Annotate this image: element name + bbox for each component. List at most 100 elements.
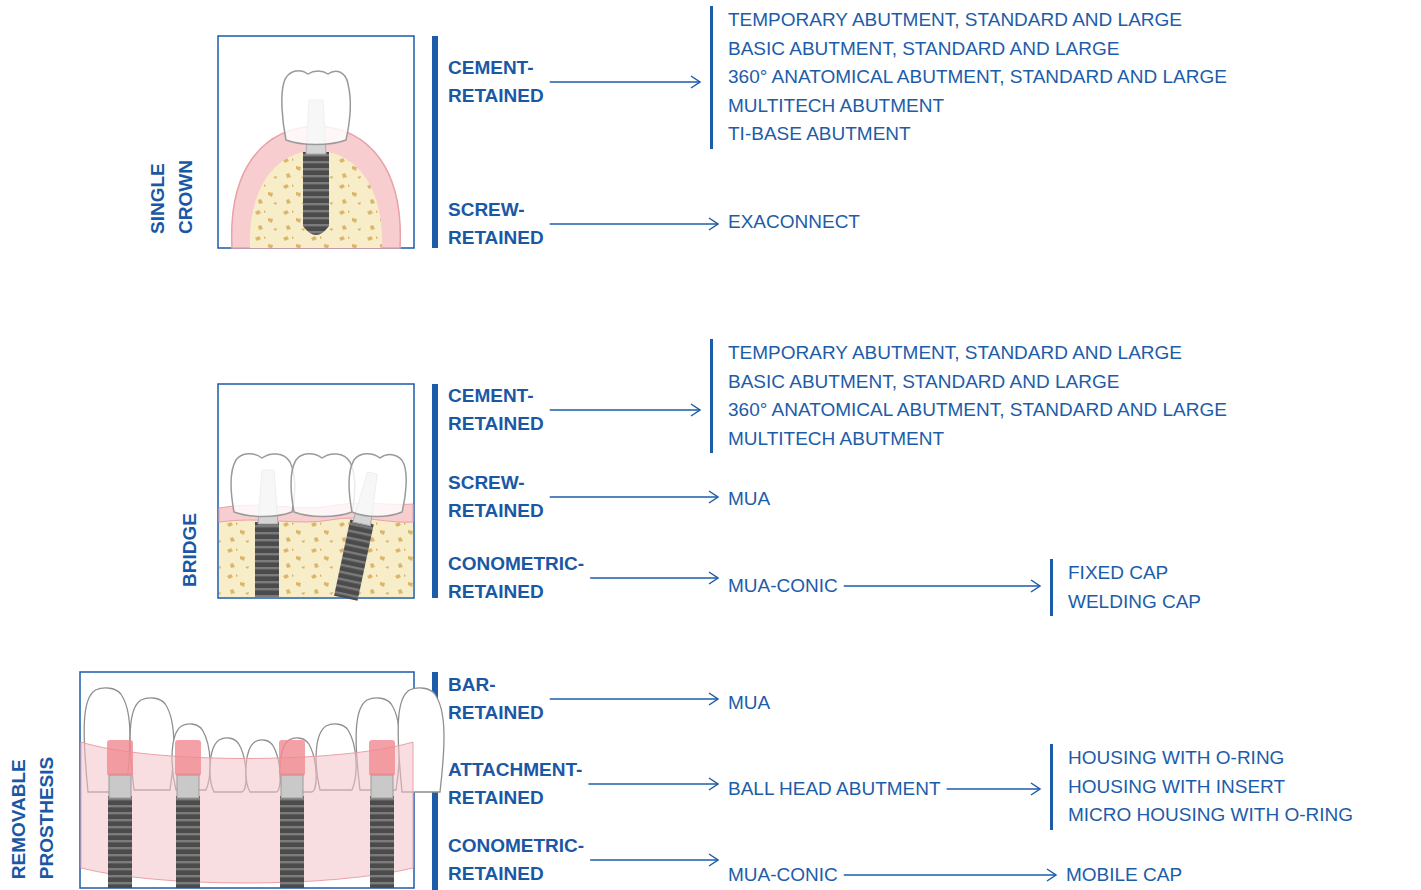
arrow-connector: [844, 869, 1056, 881]
component-name: MUA: [728, 485, 770, 513]
connector-line: [550, 409, 700, 411]
connector-line: [588, 783, 718, 785]
retention-label: CONOMETRIC- RETAINED: [448, 550, 584, 606]
retention-type: CEMENT- RETAINED: [448, 54, 544, 110]
component-name: MOBILE CAP: [1066, 861, 1182, 889]
arrow-connector: [550, 404, 700, 416]
arrowhead: [1031, 783, 1040, 795]
category-label: SINGLE CROWN: [144, 160, 200, 234]
arrow-connector: [588, 778, 718, 790]
component-text: HOUSING WITH O-RING: [1068, 744, 1353, 773]
arrowhead: [1047, 869, 1056, 881]
component-text: MOBILE CAP: [1066, 861, 1182, 889]
removable-prosthesis-shape: [108, 796, 132, 888]
arrowhead: [691, 404, 700, 416]
removable-prosthesis-shape: [371, 774, 393, 798]
arrow-connector: [844, 580, 1040, 592]
bridge-shape: [349, 454, 406, 517]
removable-prosthesis-shape: [109, 774, 131, 798]
component-list: FIXED CAPWELDING CAP: [1050, 559, 1201, 616]
retention-label: CONOMETRIC- RETAINED: [448, 832, 584, 888]
removable-prosthesis-shape: [281, 774, 303, 798]
group-bars-shape: [432, 36, 438, 248]
connector-line: [947, 788, 1040, 790]
removable-prosthesis-shape: [279, 740, 305, 776]
arrowhead: [1031, 580, 1040, 592]
removable-prosthesis-shape: [370, 796, 394, 888]
retention-type: BAR- RETAINED: [448, 671, 544, 727]
retention-label: CEMENT- RETAINED: [448, 382, 544, 438]
retention-type: ATTACHMENT- RETAINED: [448, 756, 582, 812]
single-crown-shape: [218, 36, 414, 248]
arrowhead: [691, 76, 700, 88]
component-text: BASIC ABUTMENT, STANDARD AND LARGE: [728, 368, 1227, 397]
component-list: HOUSING WITH O-RINGHOUSING WITH INSERTMI…: [1050, 744, 1353, 830]
arrow-connector: [590, 854, 718, 866]
component-text: MUA-CONIC: [728, 572, 838, 600]
retention-label: SCREW- RETAINED: [448, 469, 544, 525]
removable-prosthesis-shape: [177, 774, 199, 798]
retention-type: CEMENT- RETAINED: [448, 382, 544, 438]
single-crown-shape: [282, 71, 350, 145]
single-crown-illustration: [218, 36, 414, 248]
component-text: TEMPORARY ABUTMENT, STANDARD AND LARGE: [728, 6, 1227, 35]
connector-line: [844, 585, 1040, 587]
component-text: WELDING CAP: [1068, 588, 1201, 617]
retention-type: CONOMETRIC- RETAINED: [448, 832, 584, 888]
arrow-connector: [590, 572, 718, 584]
component-text: MICRO HOUSING WITH O-RING: [1068, 801, 1353, 830]
arrowhead: [709, 491, 718, 503]
single-crown-shape: [250, 150, 382, 248]
retention-type: CONOMETRIC- RETAINED: [448, 550, 584, 606]
component-text: MULTITECH ABUTMENT: [728, 425, 1227, 454]
arrowhead: [709, 693, 718, 705]
retention-type: SCREW- RETAINED: [448, 469, 544, 525]
component-name: EXACONNECT: [728, 208, 860, 236]
bridge-shape: [255, 522, 279, 597]
component-text: MUA: [728, 689, 770, 717]
removable-prosthesis-shape: [280, 796, 304, 888]
category-label: BRIDGE: [176, 513, 204, 587]
component-list: TEMPORARY ABUTMENT, STANDARD AND LARGEBA…: [710, 6, 1227, 149]
arrow-connector: [947, 783, 1040, 795]
category-label: REMOVABLE PROSTHESIS: [5, 757, 61, 879]
group-bars-shape: [432, 384, 438, 598]
component-name: MUA-CONIC: [728, 572, 838, 600]
arrowhead: [709, 778, 718, 790]
arrow-connector: [550, 218, 718, 230]
arrow-connector: [550, 491, 718, 503]
bridge-shape: [218, 384, 414, 598]
retention-label: BAR- RETAINED: [448, 671, 544, 727]
connector-line: [590, 577, 718, 579]
bridge-shape: [219, 515, 413, 597]
component-text: MUA-CONIC: [728, 861, 838, 889]
removable-prosthesis-shape: [176, 796, 200, 888]
connector-line: [550, 223, 718, 225]
connector-line: [550, 81, 700, 83]
bridge-shape: [231, 454, 295, 517]
bridge-illustration: [218, 384, 414, 601]
connector-line: [550, 496, 718, 498]
retention-label: SCREW- RETAINED: [448, 196, 544, 252]
connector-line: [590, 859, 718, 861]
removable-prosthesis-shape: [107, 740, 133, 776]
bridge-shape: [291, 454, 355, 517]
removable-prosthesis-shape: [175, 740, 201, 776]
component-text: EXACONNECT: [728, 208, 860, 236]
component-text: TEMPORARY ABUTMENT, STANDARD AND LARGE: [728, 339, 1227, 368]
component-text: 360° ANATOMICAL ABUTMENT, STANDARD AND L…: [728, 63, 1227, 92]
connector-line: [844, 874, 1056, 876]
retention-label: CEMENT- RETAINED: [448, 54, 544, 110]
component-text: FIXED CAP: [1068, 559, 1201, 588]
bridge-shape: [334, 520, 374, 601]
removable-prosthesis-shape: [369, 740, 395, 776]
component-name: BALL HEAD ABUTMENT: [728, 775, 941, 803]
component-text: BALL HEAD ABUTMENT: [728, 775, 941, 803]
component-name: MUA: [728, 689, 770, 717]
component-text: MULTITECH ABUTMENT: [728, 92, 1227, 121]
removable-prosthesis-illustration: [80, 672, 444, 888]
component-text: MUA: [728, 485, 770, 513]
removable-prosthesis-shape: [80, 672, 414, 888]
component-text: TI-BASE ABUTMENT: [728, 120, 1227, 149]
